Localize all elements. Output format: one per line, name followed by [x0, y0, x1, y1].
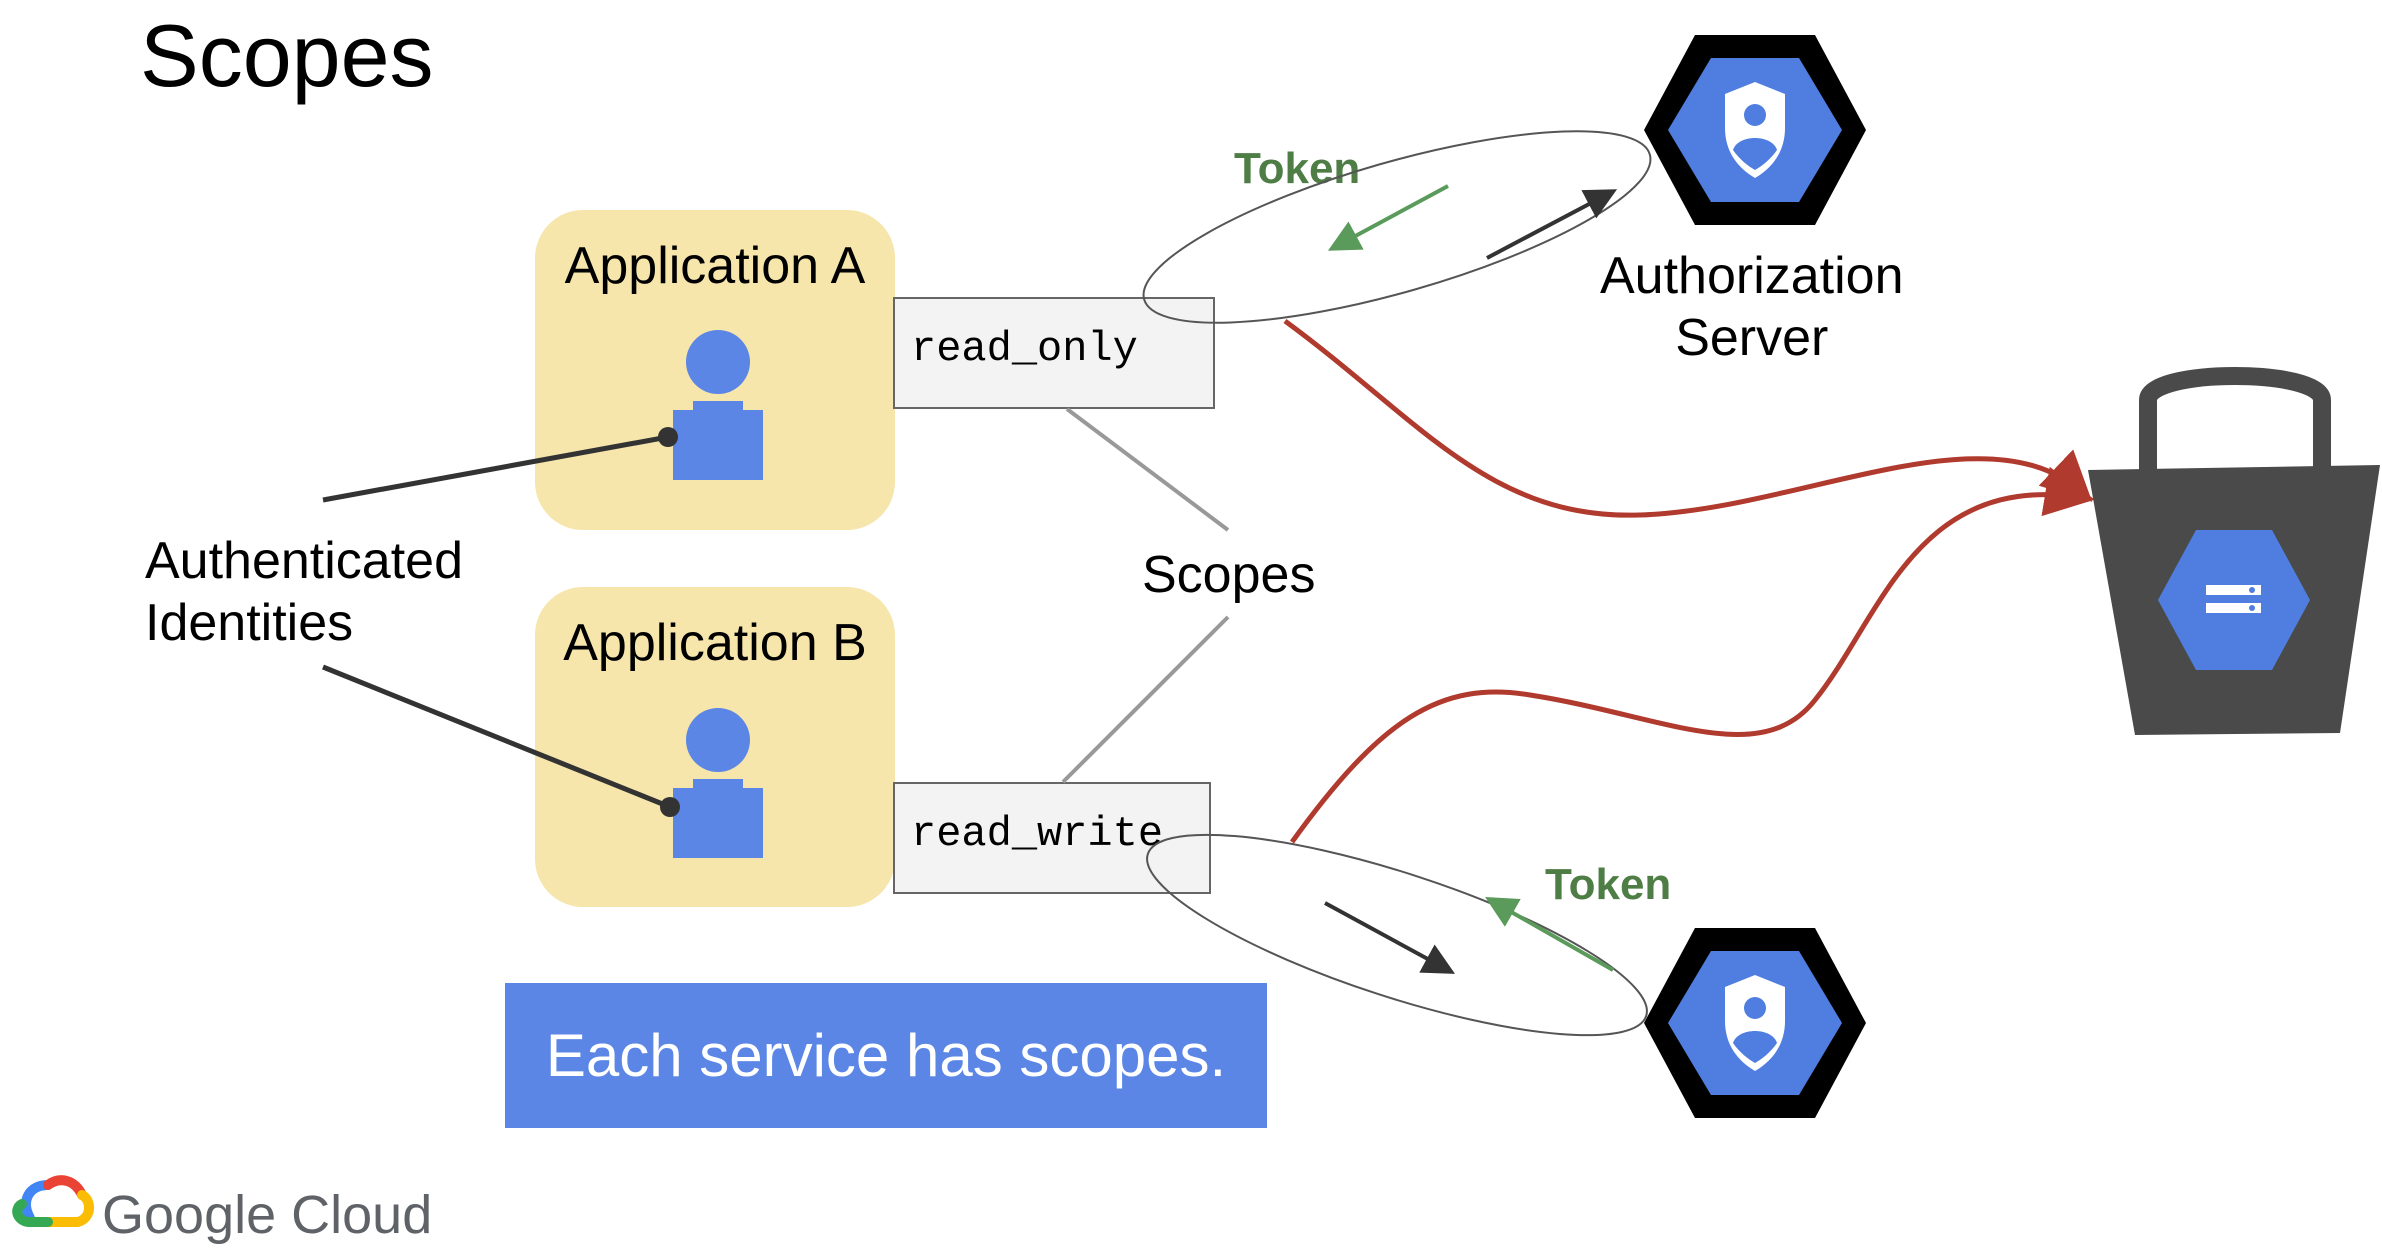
application-a-label: Application A: [564, 237, 866, 295]
scopes-label: Scopes: [1142, 546, 1316, 604]
authorization-server-icon-top: [1644, 35, 1866, 225]
person-icon-b: [673, 708, 763, 858]
authenticated-identities-label: Authenticated Identities: [145, 532, 464, 652]
authorization-server-icon-bottom: [1644, 928, 1866, 1118]
token-label-top: Token: [1234, 144, 1361, 193]
identity-pointer-b: [322, 664, 680, 817]
token-loop-bottom: [1146, 833, 1648, 1037]
application-b-label: Application B: [563, 614, 867, 672]
slide-title: Scopes: [140, 6, 434, 105]
person-icon-a: [673, 330, 763, 480]
callout-banner: Each service has scopes.: [505, 983, 1267, 1128]
flow-arrow-top: [1283, 318, 2093, 518]
token-label-bottom: Token: [1545, 860, 1672, 909]
authorization-server-label: Authorization Server: [1600, 247, 1904, 367]
token-loop-top: [1142, 130, 1652, 324]
scope-connector-lines: [1061, 407, 1230, 784]
storage-bucket-icon: [2088, 367, 2380, 735]
scope-read-write: read_write: [893, 782, 1211, 894]
google-cloud-wordmark: Google Cloud: [102, 1185, 433, 1245]
google-cloud-logo: [12, 1175, 94, 1227]
identity-pointer-a: [322, 427, 678, 503]
flow-arrow-bottom: [1289, 466, 2095, 844]
